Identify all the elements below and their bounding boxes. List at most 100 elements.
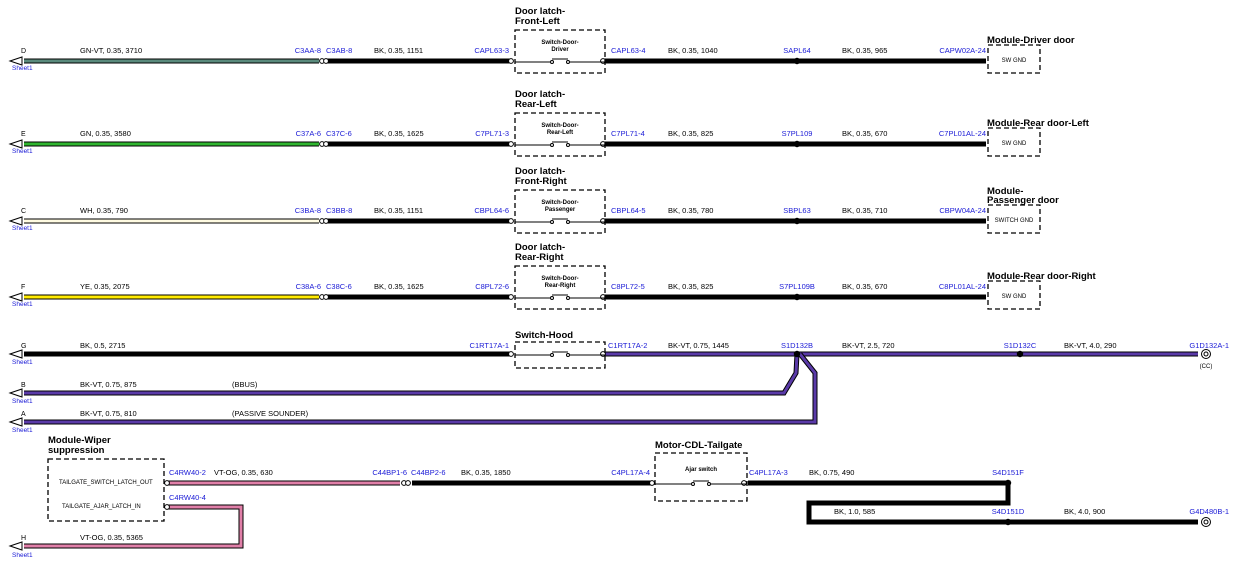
row-1-end-conn: C7PL01AL-24 <box>939 129 986 138</box>
hood-sheet-arrow <box>8 349 23 359</box>
row-1-module-pin: SW GND <box>1002 141 1027 147</box>
h-feed-wire <box>24 505 243 548</box>
row-2-wire2-label: BK, 0.35, 780 <box>668 206 713 215</box>
row-3-splice-label: S7PL109B <box>779 282 815 291</box>
row-3-wire3-label: BK, 0.35, 670 <box>842 282 887 291</box>
row-3-latch-in: C8PL72-6 <box>475 282 509 291</box>
row-1-pin-b <box>323 141 329 147</box>
feed-1-note: (PASSIVE SOUNDER) <box>232 409 309 418</box>
h-feed-sheet-link: Sheet1 <box>12 552 33 559</box>
row-2-module-title-1: Module- <box>987 186 1023 197</box>
row-1-left-wire-label: GN, 0.35, 3580 <box>80 129 131 138</box>
row-1-latch-title-2: Rear-Left <box>515 99 558 110</box>
c44-conn-b: C44BP2-6 <box>411 468 446 477</box>
row-1-module-title-1: Module-Rear door-Left <box>987 118 1090 129</box>
row-1-latch-out: C7PL71-4 <box>611 129 645 138</box>
row-1-switch-name-1: Switch-Door- <box>541 123 578 129</box>
row-0-switch-contact-b <box>566 60 570 64</box>
feed-b-wire <box>24 353 799 395</box>
wiper-pin2 <box>164 504 170 510</box>
hood-left-wire-label: BK, 0.5, 2715 <box>80 341 125 350</box>
row-0-pin-b <box>323 58 329 64</box>
row-0-mid-wire-label: BK, 0.35, 1151 <box>374 46 423 55</box>
wiper-pin1 <box>164 480 170 486</box>
row-0-switch-contact-a <box>550 60 554 64</box>
row-0-module-pin: SW GND <box>1002 58 1027 64</box>
hood-splice-1 <box>793 350 801 358</box>
row-0-module-title-1: Module-Driver door <box>987 35 1075 46</box>
h-feed-letter: H <box>21 535 26 542</box>
row-2-latch-out: CBPL64-5 <box>611 206 646 215</box>
row-3-mid-wire-label: BK, 0.35, 1625 <box>374 282 424 291</box>
row-0-conn-a: C3AA-8 <box>295 46 321 55</box>
feed-0-letter: B <box>21 382 26 389</box>
row-1-module-box <box>987 127 1041 157</box>
row-3-switch-name-2: Rear-Right <box>545 283 576 289</box>
h-feed-wire-label: VT-OG, 0.35, 5365 <box>80 533 143 542</box>
row-1-latch-box <box>514 112 606 157</box>
row-3-sheet-arrow <box>8 292 23 302</box>
row-0-sheet-arrow <box>8 56 23 66</box>
row-3-switch-name-1: Switch-Door- <box>541 276 578 282</box>
feed-0-sheet-arrow <box>8 388 23 398</box>
row-3-sheet-link: Sheet1 <box>12 301 33 308</box>
tailgate-in-pin <box>649 480 655 486</box>
tailgate-splice-2 <box>1004 518 1012 526</box>
row-1-switch-name-2: Rear-Left <box>547 130 573 136</box>
row-0-letter: D <box>21 48 26 55</box>
row-3-latch-out: C8PL72-5 <box>611 282 645 291</box>
row-3-switch-contact-a <box>550 296 554 300</box>
row-3-latch-box <box>514 265 606 310</box>
row-1-wire3-label: BK, 0.35, 670 <box>842 129 887 138</box>
row-0-switch-name-1: Switch-Door- <box>541 40 578 46</box>
row-3-wire2-label: BK, 0.35, 825 <box>668 282 713 291</box>
row-2-latch-in: CBPL64-6 <box>474 206 509 215</box>
tailgate-splice2-label: S4D151D <box>992 507 1025 516</box>
row-0-latch-title-1: Door latch- <box>515 6 565 17</box>
row-3-module-box <box>987 280 1041 310</box>
row-0-wire2-label: BK, 0.35, 1040 <box>668 46 718 55</box>
hood-title: Switch-Hood <box>515 330 573 341</box>
row-3-conn-b: C38C-6 <box>326 282 352 291</box>
row-0-latch-title-2: Front-Left <box>515 16 561 27</box>
row-2-latch-title-1: Door latch- <box>515 166 565 177</box>
row-1-conn-a: C37A-6 <box>296 129 321 138</box>
row-2-module-box <box>987 204 1041 234</box>
row-2-letter: C <box>21 208 26 215</box>
hood-switch-contact-b <box>566 353 570 357</box>
tailgate-splice-1 <box>1004 479 1012 487</box>
row-3-end-conn: C8PL01AL-24 <box>939 282 986 291</box>
row-2-splice-label: SBPL63 <box>783 206 811 215</box>
hood-ground-label: G1D132A-1 <box>1189 341 1229 350</box>
row-3-module-pin: SW GND <box>1002 294 1027 300</box>
wiper-pin2-label: TAILGATE_AJAR_LATCH_IN <box>62 504 141 510</box>
tailgate-wire2-label: BK, 0.35, 1850 <box>461 468 511 477</box>
ajar-switch-contact-a <box>691 482 695 486</box>
row-3-latch-title-1: Door latch- <box>515 242 565 253</box>
row-0-module-box <box>987 44 1041 74</box>
row-2-wire3-label: BK, 0.35, 710 <box>842 206 887 215</box>
tailgate-motor-box <box>654 452 748 502</box>
feed-a-wire <box>24 353 817 424</box>
tailgate-in-conn: C4PL17A-4 <box>611 468 650 477</box>
row-0-sheet-link: Sheet1 <box>12 65 33 72</box>
feed-0-note: (BBUS) <box>232 380 258 389</box>
ajar-switch-label: Ajar switch <box>685 467 717 473</box>
wiper-pin1-conn: C4RW40-2 <box>169 468 206 477</box>
wiper-title-2: suppression <box>48 445 105 456</box>
wiper-pin1-label: TAILGATE_SWITCH_LATCH_OUT <box>59 480 153 486</box>
row-2-module-title-2: Passenger door <box>987 195 1059 206</box>
row-3-latch-in-pin <box>508 294 514 300</box>
feed-0-sheet-link: Sheet1 <box>12 398 33 405</box>
row-0-end-conn: CAPW02A-24 <box>939 46 986 55</box>
row-2-pin-b <box>323 218 329 224</box>
row-1-conn-b: C37C-6 <box>326 129 352 138</box>
tailgate-wire3-label: BK, 0.75, 490 <box>809 468 854 477</box>
row-1-latch-in: C7PL71-3 <box>475 129 509 138</box>
tailgate-out-pin <box>741 480 747 486</box>
row-2-module-pin: SWITCH GND <box>995 218 1034 224</box>
row-2-sheet-arrow <box>8 216 23 226</box>
c44-pin-b <box>405 480 411 486</box>
hood-conn-out: C1RT17A-2 <box>608 341 647 350</box>
